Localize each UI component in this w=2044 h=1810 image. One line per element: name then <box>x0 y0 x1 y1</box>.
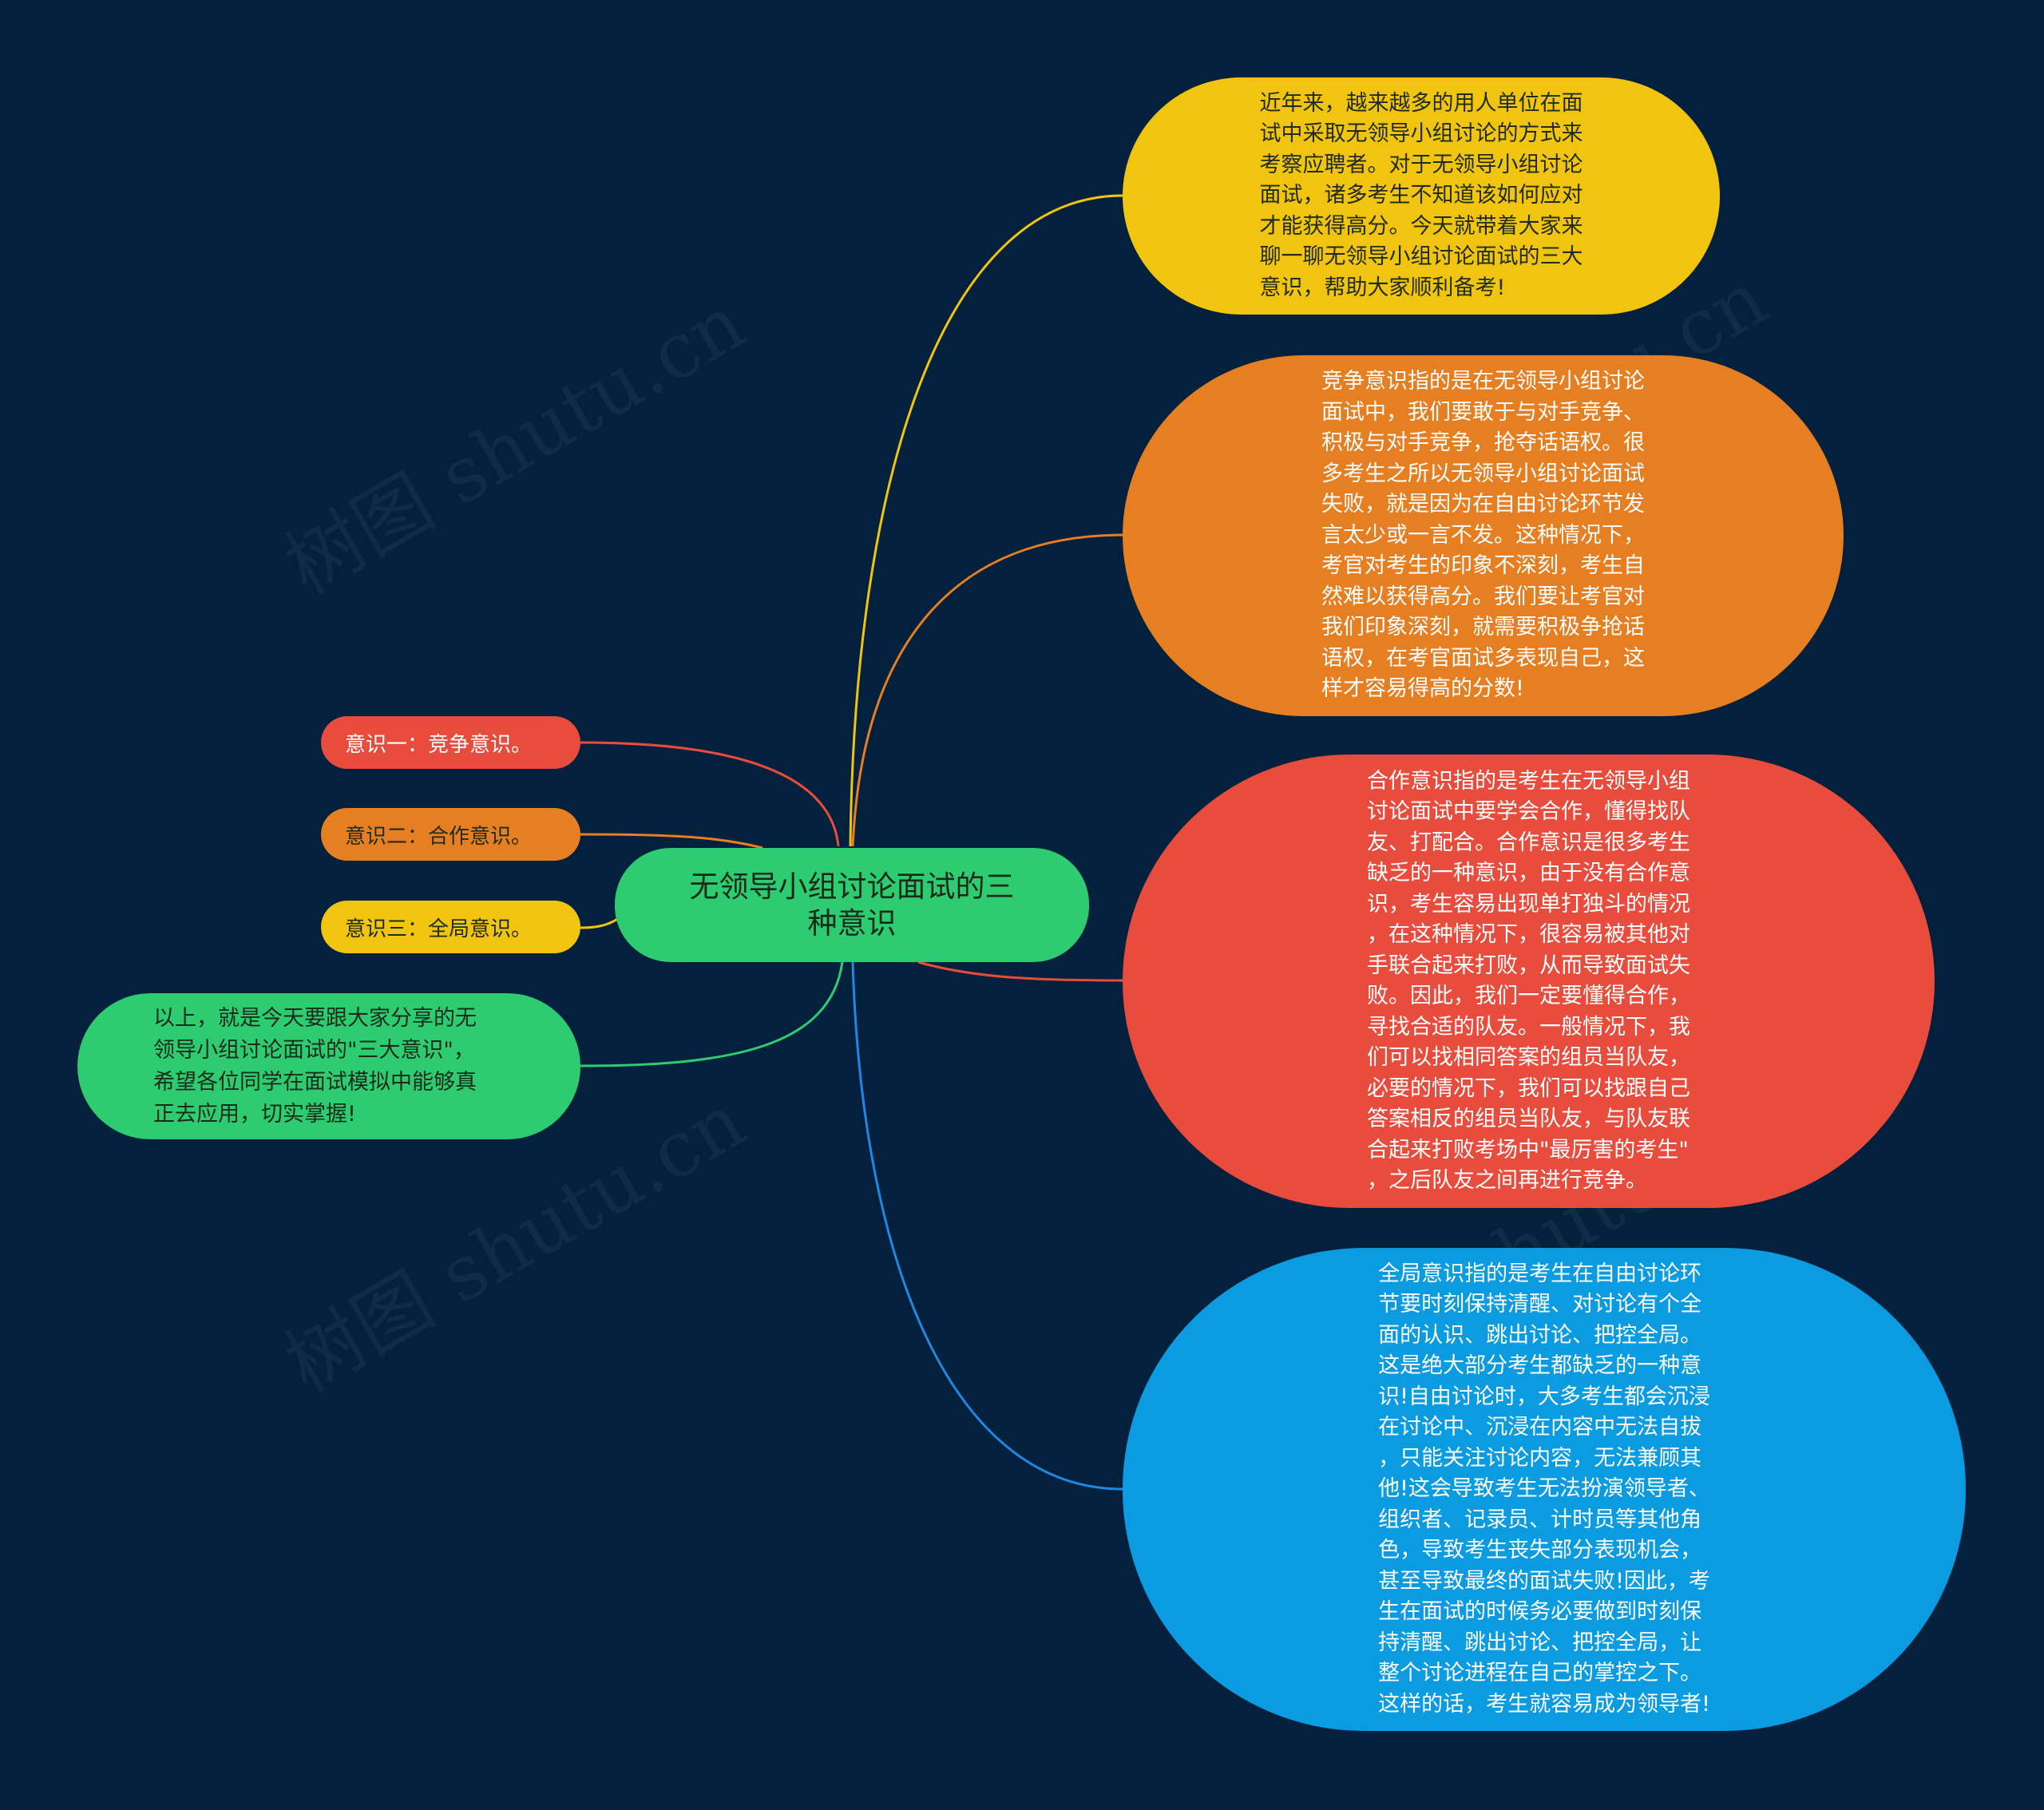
cooperation-text: 合作意识指的是考生在无领导小组 讨论面试中要学会合作，懂得找队 友、打配合。合作… <box>1367 768 1690 1194</box>
central-topic[interactable]: 无领导小组讨论面试的三 种意识 <box>615 848 1089 962</box>
connector-to-cooperation <box>917 960 1123 982</box>
connector-to-item-2 <box>580 833 763 850</box>
overall-text: 全局意识指的是考生在自由讨论环 节要时刻保持清醒、对讨论有个全 面的认识、跳出讨… <box>1378 1261 1710 1717</box>
connector-to-intro <box>849 194 1123 847</box>
overall-node[interactable]: 全局意识指的是考生在自由讨论环 节要时刻保持清醒、对讨论有个全 面的认识、跳出讨… <box>1123 1248 1966 1731</box>
item-cooperation-label: 意识二：合作意识。 <box>345 824 533 849</box>
connector-to-item-3 <box>580 917 620 929</box>
connector-to-overall <box>851 961 1123 1491</box>
connector-to-item-1 <box>580 741 840 847</box>
item-overall[interactable]: 意识三：全局意识。 <box>321 901 580 953</box>
competition-text: 竞争意识指的是在无领导小组讨论 面试中，我们要敢于与对手竞争、 积极与对手竞争，… <box>1321 369 1645 702</box>
summary-text: 以上，就是今天要跟大家分享的无 领导小组讨论面试的"三大意识"， 希望各位同学在… <box>153 1005 477 1127</box>
item-cooperation[interactable]: 意识二：合作意识。 <box>321 808 580 861</box>
intro-text: 近年来，越来越多的用人单位在面 试中采取无领导小组讨论的方式来 考察应聘者。对于… <box>1259 90 1583 300</box>
item-overall-label: 意识三：全局意识。 <box>345 917 533 941</box>
central-topic-label: 无领导小组讨论面试的三 种意识 <box>689 869 1015 941</box>
connector-to-competition <box>851 533 1123 847</box>
intro-node[interactable]: 近年来，越来越多的用人单位在面 试中采取无领导小组讨论的方式来 考察应聘者。对于… <box>1123 77 1720 315</box>
item-competition-label: 意识一：竞争意识。 <box>345 732 533 757</box>
connector-to-summary <box>580 961 844 1067</box>
summary-node[interactable]: 以上，就是今天要跟大家分享的无 领导小组讨论面试的"三大意识"， 希望各位同学在… <box>77 993 580 1139</box>
competition-node[interactable]: 竞争意识指的是在无领导小组讨论 面试中，我们要敢于与对手竞争、 积极与对手竞争，… <box>1123 355 1844 716</box>
cooperation-node[interactable]: 合作意识指的是考生在无领导小组 讨论面试中要学会合作，懂得找队 友、打配合。合作… <box>1123 754 1935 1208</box>
item-competition[interactable]: 意识一：竞争意识。 <box>321 716 580 769</box>
